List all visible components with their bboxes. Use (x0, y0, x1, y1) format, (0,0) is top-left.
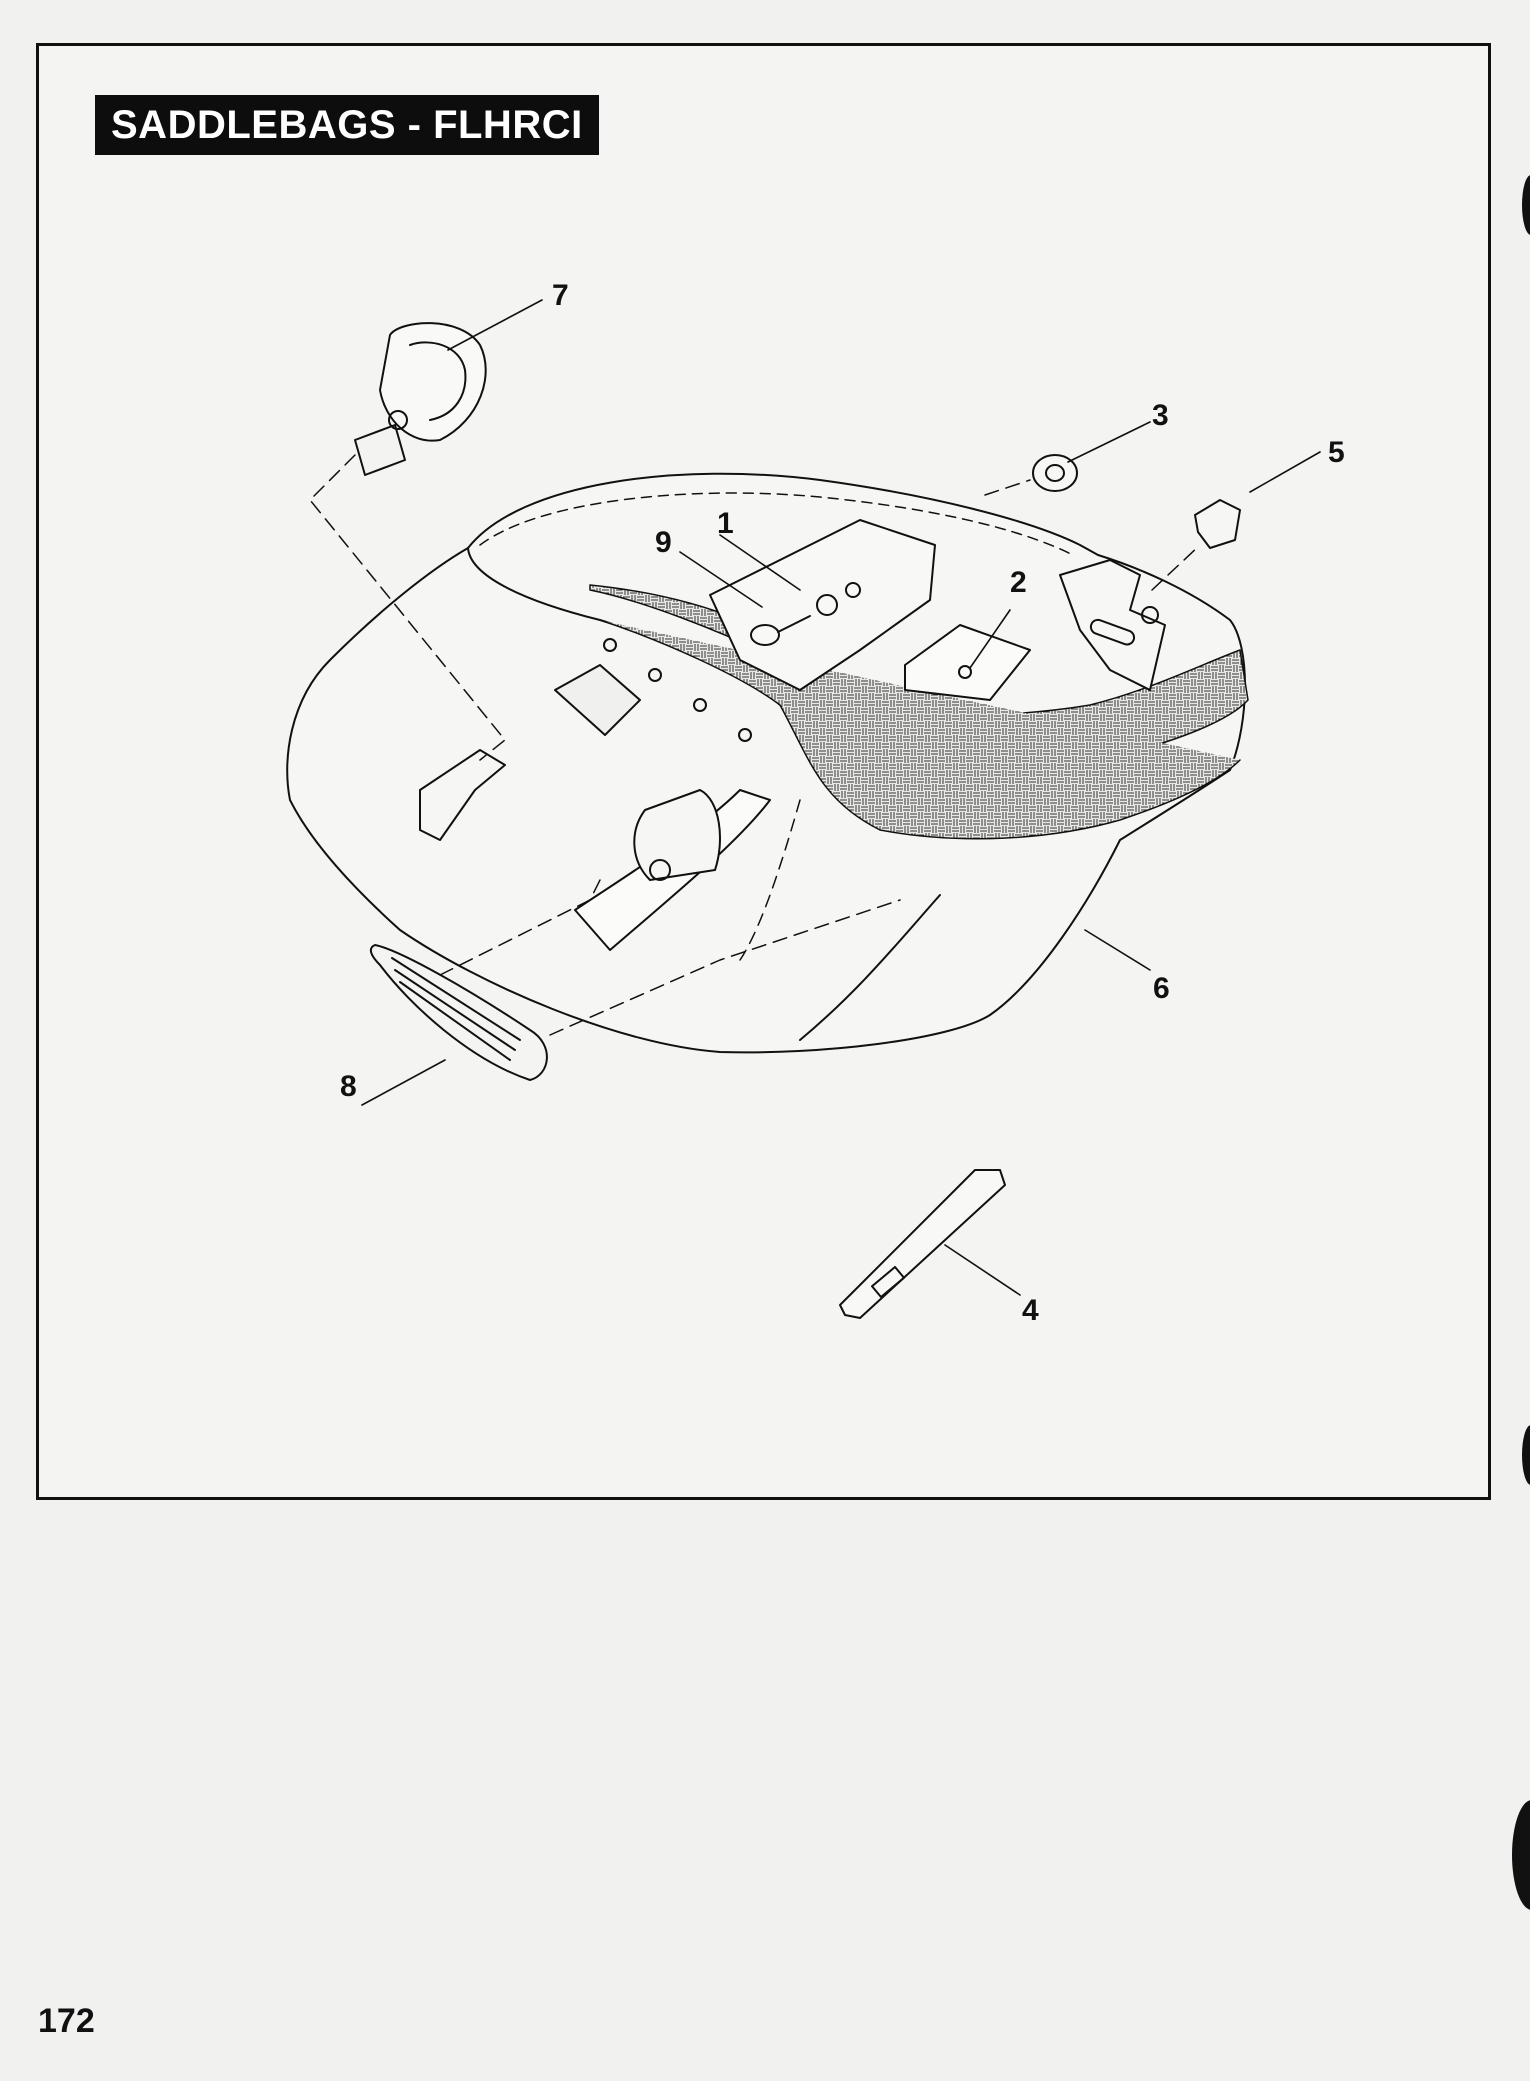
callout-1: 1 (717, 507, 734, 540)
lid-plate (709, 519, 936, 691)
emblem-medallion (369, 944, 548, 1081)
callout-3: 3 (1152, 399, 1169, 432)
inner-tab (554, 664, 641, 736)
left-strap-tab (419, 749, 506, 841)
page-number: 172 (38, 2002, 95, 2040)
inner-panel (904, 624, 1031, 701)
page-title: SADDLEBAGS - FLHRCI (95, 95, 599, 155)
callout-9: 9 (655, 526, 672, 559)
trim-strip (839, 1169, 1006, 1319)
rivet-2 (958, 665, 972, 679)
binder-hole-mark (1522, 1425, 1530, 1485)
callout-5: 5 (1328, 436, 1345, 469)
callout-8: 8 (340, 1070, 357, 1103)
callout-6: 6 (1153, 972, 1170, 1005)
binder-tab-mark (1512, 1800, 1530, 1910)
leader-lines (361, 299, 1321, 1296)
grommet (1032, 454, 1078, 492)
saddlebag-body (286, 472, 1249, 1054)
callout-2: 2 (1010, 566, 1027, 599)
buckle-latch (354, 322, 487, 476)
callout-7: 7 (552, 279, 569, 312)
binder-hole-mark (1522, 175, 1530, 235)
strap-assembly (574, 789, 771, 951)
callout-4: 4 (1022, 1294, 1039, 1327)
assembly-guide-lines (309, 454, 1201, 1036)
latch-bracket (1059, 559, 1166, 691)
clip (1194, 499, 1241, 549)
